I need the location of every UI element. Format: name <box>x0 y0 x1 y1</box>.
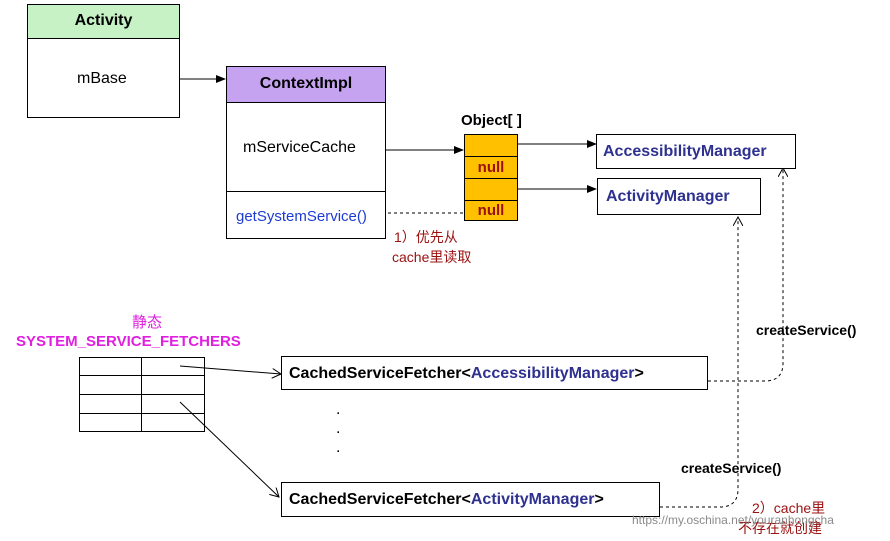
fetcher-suffix: > <box>634 365 644 382</box>
step1-note-line1: 1）优先从 <box>394 229 458 245</box>
contextimpl-title: ContextImpl <box>227 67 385 103</box>
table-to-fetcher1-arrow <box>179 365 281 374</box>
activity-manager-box: ActivityManager <box>597 178 761 215</box>
step2-note-line1: 2）cache里 <box>752 500 826 516</box>
contextimpl-divider <box>227 191 385 192</box>
fetcher-activity-box: CachedServiceFetcher<ActivityManager> <box>281 482 660 517</box>
fetcher-type-activity: ActivityManager <box>470 491 595 508</box>
ellipsis: . . . <box>336 401 341 456</box>
object-array-cell <box>464 178 518 201</box>
object-array-label: Object[ ] <box>461 112 522 129</box>
fetcher-type-accessibility: AccessibilityManager <box>470 365 635 382</box>
activity-manager-label: ActivityManager <box>606 188 730 205</box>
object-array-cell: null <box>464 200 518 221</box>
activity-title: Activity <box>28 5 179 39</box>
activity-box: Activity mBase <box>27 4 180 118</box>
null-value: null <box>477 202 505 219</box>
create-activity-arrow <box>660 217 738 508</box>
static-label: 静态 <box>132 314 163 331</box>
contextimpl-box: ContextImpl mServiceCache getSystemServi… <box>226 66 386 239</box>
null-value: null <box>477 159 505 176</box>
fetcher-prefix: CachedServiceFetcher< <box>289 491 471 508</box>
table-to-fetcher2-arrow <box>179 401 279 497</box>
system-service-fetchers-label: SYSTEM_SERVICE_FETCHERS <box>16 333 241 350</box>
activity-mbase-field: mBase <box>77 70 127 87</box>
create-service-label-accessibility: createService() <box>756 322 857 338</box>
object-array-cell <box>464 134 518 157</box>
step1-note-line2: cache里读取 <box>392 249 472 265</box>
watermark: https://my.oschina.net/youranhongcha <box>632 513 834 527</box>
fetchers-table <box>79 357 205 432</box>
create-service-label-activity: createService() <box>681 460 782 476</box>
step2-note-line2: 不存在就创建 <box>738 520 822 536</box>
create-accessibility-arrow <box>708 168 783 382</box>
contextimpl-service-cache-field: mServiceCache <box>243 139 356 156</box>
get-system-service-method: getSystemService() <box>236 208 367 225</box>
fetcher-suffix: > <box>594 491 604 508</box>
accessibility-manager-box: AccessibilityManager <box>596 134 796 169</box>
fetcher-prefix: CachedServiceFetcher< <box>289 365 471 382</box>
fetcher-accessibility-box: CachedServiceFetcher<AccessibilityManage… <box>281 356 708 390</box>
object-array-cell: null <box>464 156 518 179</box>
accessibility-manager-label: AccessibilityManager <box>603 143 767 160</box>
